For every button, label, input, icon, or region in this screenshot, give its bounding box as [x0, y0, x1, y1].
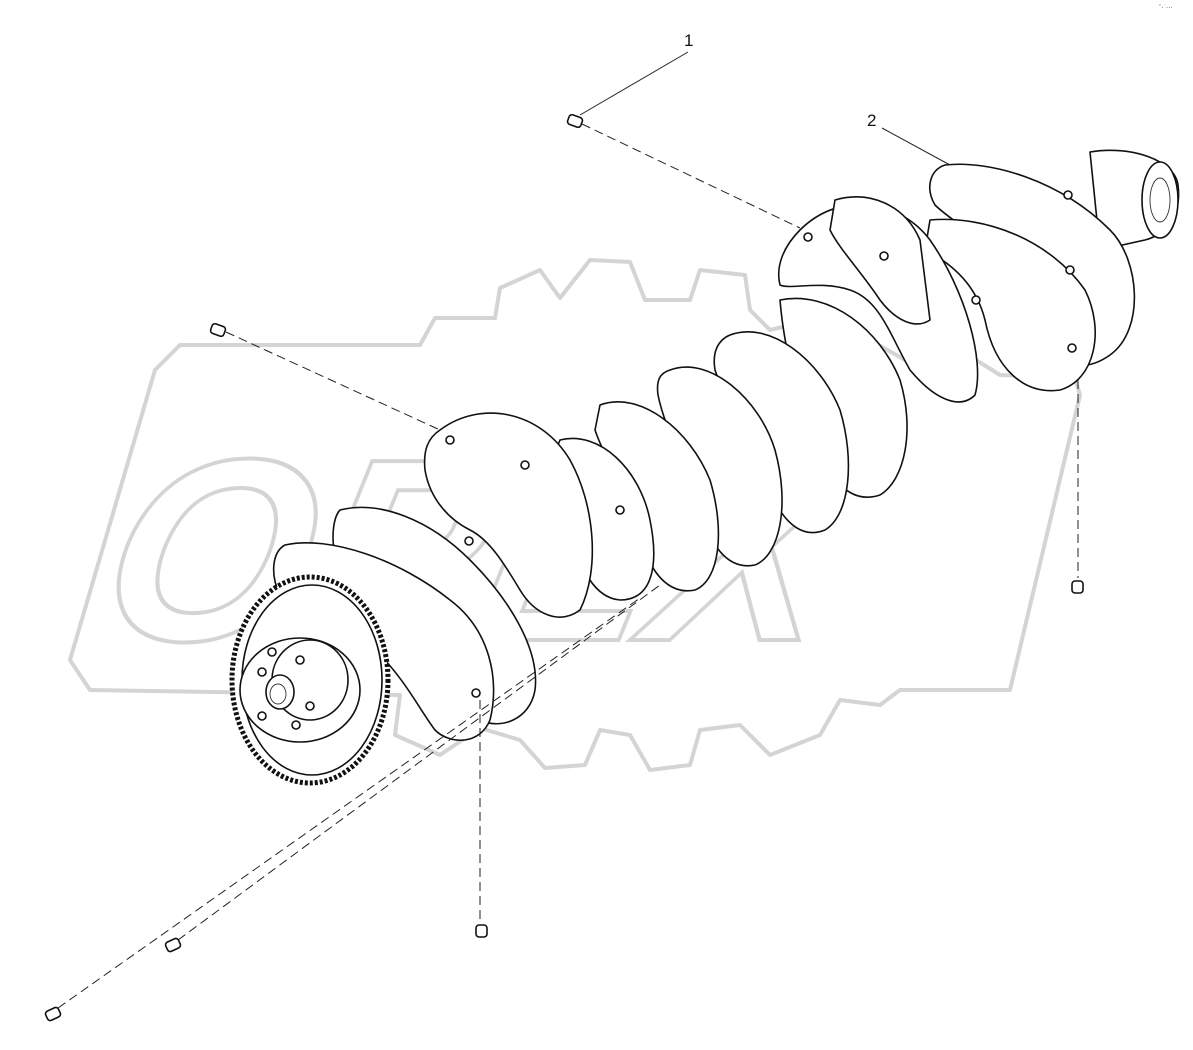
leader-1: [579, 51, 689, 116]
plug-bottom-left-1: [164, 937, 182, 953]
leader-2: [881, 127, 951, 166]
plug-bottom-center: [475, 924, 488, 938]
crank-web-5: [829, 196, 931, 325]
callout-leaders: [579, 51, 951, 166]
plug-right: [1071, 580, 1084, 594]
watermark-gear-outline: [68, 258, 1082, 772]
crank-web-2: [656, 366, 783, 567]
timing-gear: [229, 574, 391, 786]
plug-parts: [44, 113, 1084, 1022]
front-web-2: [423, 412, 594, 618]
crank-web-6: [777, 203, 979, 403]
plug-top: [566, 113, 584, 129]
corner-mark: ˇ· ···: [1158, 4, 1173, 12]
plug-bottom-left-2: [44, 1006, 62, 1022]
crank-web-7: [924, 218, 1096, 392]
plug-left: [209, 322, 227, 338]
crank-web-3: [713, 331, 850, 534]
crankshaft: [229, 149, 1180, 786]
callout-2: 2: [867, 111, 877, 130]
callout-1: 1: [684, 31, 694, 50]
assembly-lines: [57, 123, 1079, 1009]
